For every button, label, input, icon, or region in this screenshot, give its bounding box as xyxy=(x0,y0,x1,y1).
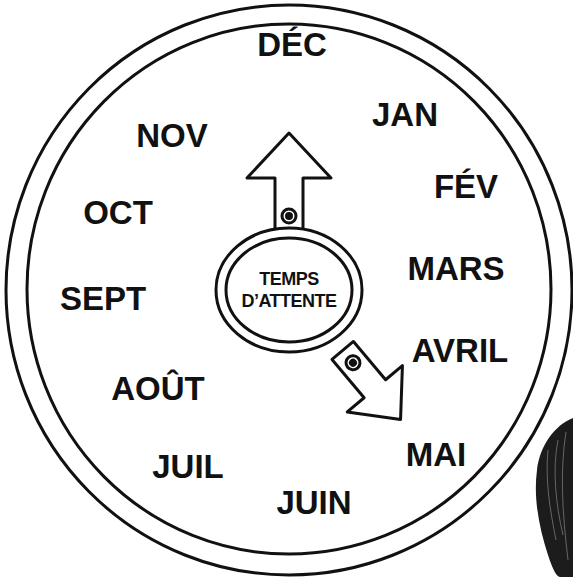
month-label: JAN xyxy=(372,98,438,131)
month-label: FÉV xyxy=(434,170,498,203)
month-label: OCT xyxy=(83,196,153,229)
month-label: JUIL xyxy=(152,450,224,483)
month-label: MAI xyxy=(406,438,467,471)
ring-outline xyxy=(213,225,365,355)
month-label: MARS xyxy=(407,252,504,285)
month-label: NOV xyxy=(136,119,208,152)
month-label: DÉC xyxy=(257,28,327,61)
center-text: TEMPS D’ATTENTE xyxy=(233,268,345,313)
month-label: JUIN xyxy=(276,486,351,519)
month-label: SEPT xyxy=(60,282,146,315)
month-label: AVRIL xyxy=(412,334,509,367)
month-label: AOÛT xyxy=(111,372,205,405)
center-ring: TEMPS D’ATTENTE xyxy=(213,225,365,355)
